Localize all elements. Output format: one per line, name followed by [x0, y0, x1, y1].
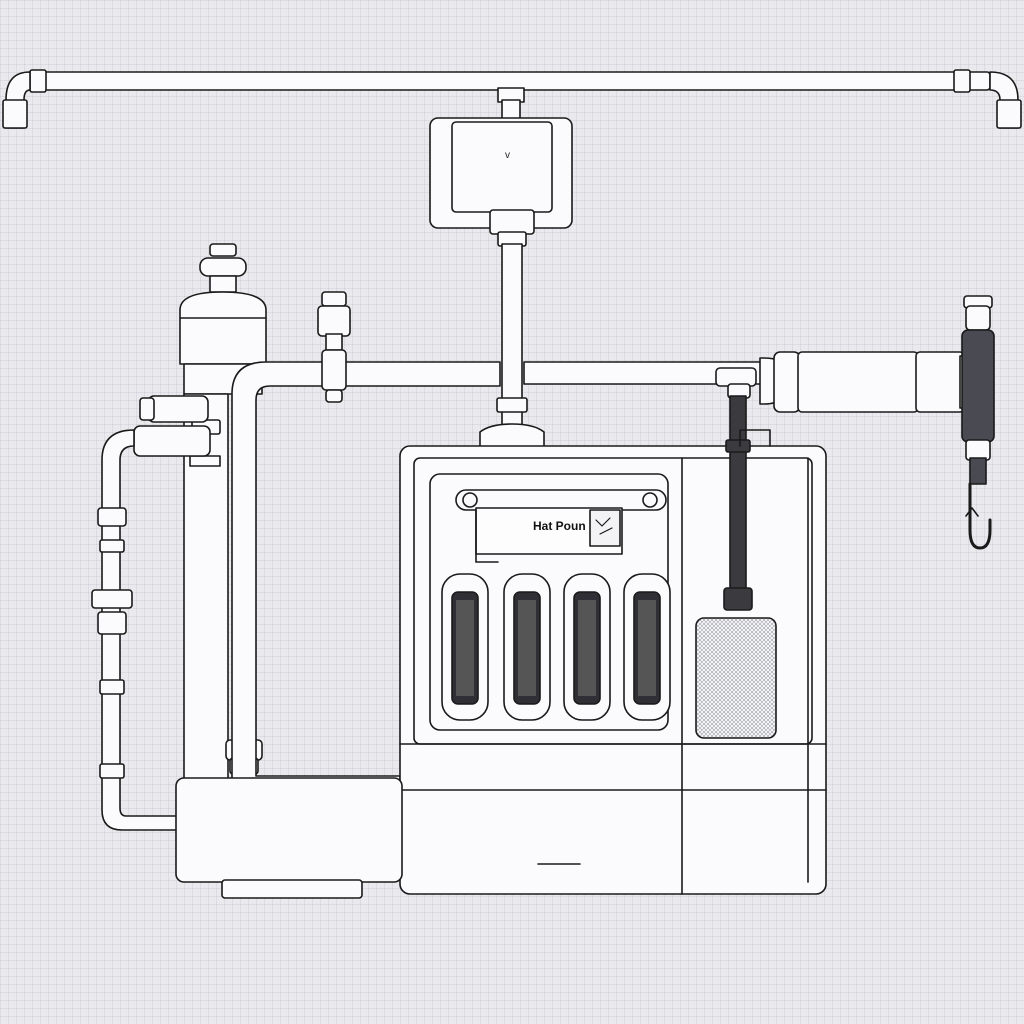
filter-cartridge — [623, 573, 671, 721]
control-panel-label: Hat Poun — [533, 519, 586, 533]
left-pipe-loop — [91, 395, 211, 831]
control-panel — [429, 473, 669, 731]
dark-vertical-pipe — [723, 395, 753, 611]
right-gauge — [961, 295, 995, 550]
junction-box-mark: v — [505, 150, 510, 161]
sight-glass-valve — [317, 291, 351, 403]
filter-cartridge — [441, 573, 489, 721]
filter-cartridge — [563, 573, 611, 721]
filter-cartridge — [503, 573, 551, 721]
main-horizontal-pipe — [523, 357, 791, 405]
horizontal-cylinder — [773, 351, 971, 413]
top-pipe — [2, 69, 1022, 129]
main-cabinet — [175, 445, 827, 899]
vertical-tank — [179, 243, 267, 795]
filter-cartridges — [441, 573, 671, 721]
cabinet-top-connector — [739, 429, 771, 447]
mesh-panel — [695, 617, 777, 739]
junction-box — [429, 117, 573, 451]
